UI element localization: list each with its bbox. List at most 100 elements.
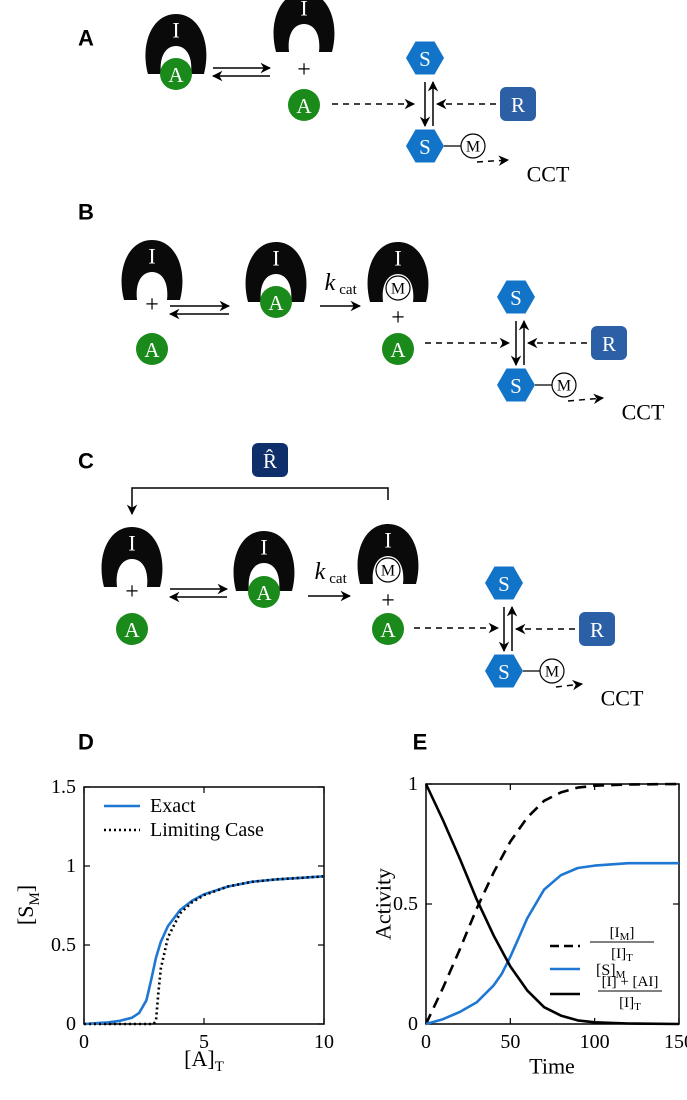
- x-tick-label: 0: [79, 1031, 89, 1053]
- y-tick-label: 1.5: [51, 776, 76, 798]
- activator-letter: A: [380, 618, 396, 642]
- x-axis-label: Time: [529, 1054, 575, 1079]
- inhibitor-shape: [273, 0, 335, 52]
- series-line: [424, 782, 680, 1025]
- activator-shape: [260, 286, 292, 318]
- regulator-box: [252, 443, 288, 477]
- y-tick-label: 0.5: [393, 893, 418, 915]
- activator-icon: A: [382, 333, 414, 365]
- activator-icon: A: [248, 576, 280, 608]
- modifier-letter: M: [391, 281, 405, 298]
- inhibitor-icon: I: [233, 531, 295, 591]
- legend-numerator: [IM]: [610, 925, 635, 943]
- inhibitor-icon: IM: [367, 242, 429, 302]
- activator-shape: [136, 333, 168, 365]
- substrate-letter: S: [498, 660, 510, 684]
- y-axis-label: [SM]: [13, 885, 43, 925]
- substrate-letter: S: [510, 286, 522, 310]
- inhibitor-letter: I: [300, 0, 307, 21]
- substrate-shape: [406, 41, 444, 75]
- inhibitor-icon: I: [273, 0, 335, 52]
- inhibitor-letter: I: [128, 531, 135, 556]
- series-line: [425, 861, 679, 1026]
- substrate-icon: S: [485, 566, 523, 600]
- activator-letter: A: [256, 581, 272, 605]
- substrate-letter: S: [419, 47, 431, 71]
- substrate-icon: S: [406, 129, 444, 163]
- inhibitor-icon: I: [121, 240, 183, 300]
- activator-letter: A: [296, 94, 312, 118]
- inhibitor-shape: [245, 242, 307, 302]
- modifier-letter: M: [545, 664, 559, 681]
- modifier-icon: [539, 658, 565, 684]
- activator-letter: A: [144, 338, 160, 362]
- x-tick-label: 50: [500, 1031, 520, 1053]
- x-tick-label: 0: [421, 1031, 431, 1053]
- x-tick-label: 150: [664, 1031, 687, 1053]
- rate-constant: k: [315, 559, 326, 585]
- plus-sign: +: [125, 579, 139, 605]
- panel-label-b: B: [78, 200, 94, 225]
- inhibitor-letter: I: [148, 244, 155, 269]
- feedback-arrow: [126, 487, 389, 516]
- activator-letter: A: [268, 291, 284, 315]
- substrate-letter: S: [498, 572, 510, 596]
- substrate-icon: S: [497, 280, 535, 314]
- y-tick-label: 1: [66, 855, 76, 877]
- activator-icon: A: [116, 613, 148, 645]
- substrate-shape: [485, 566, 523, 600]
- substrate-shape: [497, 368, 535, 402]
- inhibitor-letter: I: [172, 18, 179, 43]
- activator-icon: A: [372, 613, 404, 645]
- vertical-equilibrium-arrows: [498, 605, 518, 653]
- activator-icon: A: [160, 58, 192, 90]
- modifier-letter: M: [466, 139, 480, 156]
- inhibitor-letter: I: [384, 528, 391, 553]
- equilibrium-arrows: [211, 62, 272, 82]
- activator-shape: [248, 576, 280, 608]
- equilibrium-arrows: [168, 300, 231, 320]
- modifier-icon: [460, 133, 486, 159]
- plus-sign: +: [297, 57, 311, 83]
- panel-label-a: A: [78, 26, 94, 51]
- activator-shape: [382, 333, 414, 365]
- regulator-letter: R̂: [263, 449, 277, 473]
- legend-numerator: [I] + [AI]: [602, 974, 659, 990]
- regulator-box: [591, 326, 627, 360]
- legend-label: Exact: [150, 795, 196, 817]
- substrate-letter: S: [510, 374, 522, 398]
- plus-sign: +: [145, 292, 159, 318]
- y-tick-label: 0: [408, 1013, 418, 1035]
- activator-letter: A: [124, 618, 140, 642]
- y-tick-label: 0: [66, 1013, 76, 1035]
- plus-sign: +: [391, 305, 405, 331]
- vertical-equilibrium-arrows: [419, 80, 439, 128]
- series-line: [84, 875, 325, 1026]
- activator-letter: A: [390, 338, 406, 362]
- substrate-shape: [497, 280, 535, 314]
- feedback-regulator-icon: R̂: [252, 443, 288, 477]
- legend: [IM][I]T[S]M[I] + [AI][I]T: [550, 925, 662, 1013]
- regulator-box: [500, 87, 536, 121]
- legend-denominator: [I]T: [619, 995, 641, 1013]
- panel-label-c: C: [78, 449, 94, 474]
- activator-shape: [372, 613, 404, 645]
- activator-icon: A: [288, 89, 320, 121]
- series-line: [83, 875, 325, 1026]
- modifier-icon: [551, 372, 577, 398]
- modifier-letter: M: [557, 378, 571, 395]
- substrate-icon: S: [406, 41, 444, 75]
- modifier-icon: [385, 275, 411, 301]
- inhibitor-letter: I: [272, 246, 279, 271]
- inhibitor-shape: [145, 14, 207, 74]
- plus-sign: +: [381, 588, 395, 614]
- modifier-icon: [375, 557, 401, 583]
- output-dashed-arrow: [476, 155, 510, 166]
- x-tick-label: 5: [199, 1031, 209, 1053]
- regulator-icon: R: [500, 87, 536, 121]
